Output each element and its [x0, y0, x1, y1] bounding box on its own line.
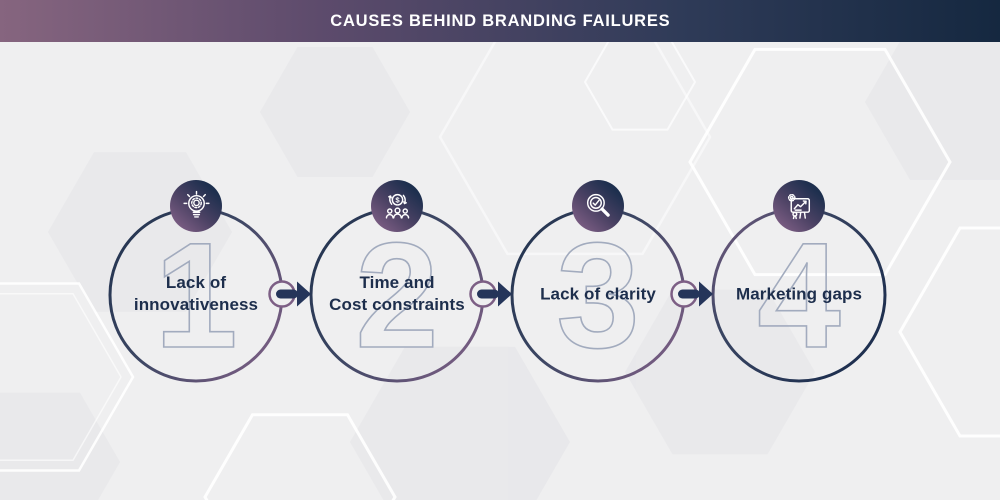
page-title: CAUSES BEHIND BRANDING FAILURES — [329, 11, 671, 30]
step-badge — [773, 180, 825, 232]
step-number-watermark: 1 — [154, 211, 237, 379]
step-4-marketing-gaps: 4 Marketing gaps — [699, 180, 899, 395]
arrow-connector-2-3 — [477, 281, 512, 307]
step-number-watermark: 4 — [757, 211, 840, 379]
marketing-chart-board-icon — [787, 193, 810, 219]
step-3-lack-of-clarity: 3 Lack of clarity — [498, 180, 698, 395]
step-number-watermark: 2 — [355, 211, 438, 379]
step-circle: 4 — [711, 207, 887, 383]
title-bar: CAUSES BEHIND BRANDING FAILURES — [0, 0, 1000, 42]
step-badge: $ — [371, 180, 423, 232]
step-1-lack-of-innovativeness: 1 Lack of innovativeness — [96, 180, 296, 395]
hexagon-pattern — [0, 42, 1000, 500]
step-badge — [170, 180, 222, 232]
innovation-bulb-gear-icon — [182, 190, 210, 218]
step-circle: 2 — [309, 207, 497, 383]
step-circle: 3 — [510, 207, 698, 383]
step-label: Time and Cost constraints — [329, 273, 465, 315]
step-label: Lack of innovativeness — [133, 273, 259, 315]
magnifier-check-icon — [586, 193, 610, 217]
step-label: Lack of clarity — [540, 284, 656, 304]
svg-text:$: $ — [395, 195, 400, 204]
step-circle: 1 — [108, 207, 296, 383]
arrow-connector-3-4 — [678, 281, 713, 307]
step-badge — [572, 180, 624, 232]
cost-time-resources-icon: $ — [385, 193, 409, 219]
arrow-connector-1-2 — [276, 281, 311, 307]
step-label: Marketing gaps — [735, 284, 863, 304]
step-2-time-and-cost-constraints: 2 Time and Cost constraints $ — [297, 180, 497, 395]
step-number-watermark: 3 — [556, 211, 639, 379]
